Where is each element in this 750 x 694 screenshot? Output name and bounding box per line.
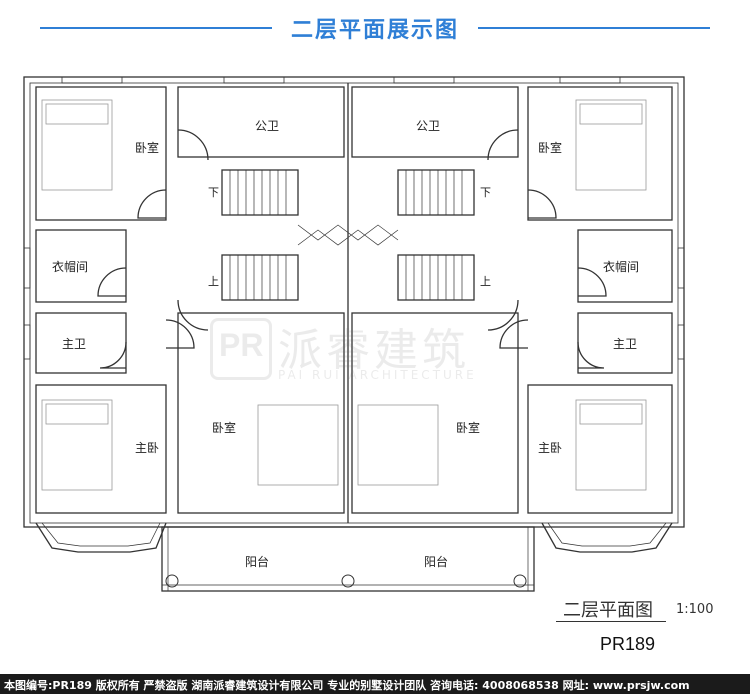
label-stair-down: 下 <box>208 186 219 199</box>
label-master-bedroom: 主卧 <box>135 441 159 455</box>
label-public-bath: 公卫 <box>255 119 279 133</box>
plan-code: PR189 <box>600 634 656 654</box>
label-bedroom: 卧室 <box>135 140 159 155</box>
label-master-bedroom: 主卧 <box>538 441 562 455</box>
label-stair-up: 上 <box>480 275 491 288</box>
header: 二层平面展示图 <box>0 0 750 52</box>
header-rule-left <box>40 27 272 29</box>
watermark: PR 派睿建筑 PAI RUI ARCHITECTURE <box>210 318 520 388</box>
label-stair-up: 上 <box>208 275 219 288</box>
plan-caption: 二层平面图 <box>563 600 653 621</box>
balcony <box>161 526 535 592</box>
watermark-cn: 派睿建筑 <box>278 325 470 376</box>
bed-icon <box>41 99 113 191</box>
footer-text: 本图编号:PR189 版权所有 严禁盗版 湖南派睿建筑设计有限公司 专业的别墅设… <box>4 679 690 692</box>
label-bedroom: 卧室 <box>212 420 236 435</box>
label-balcony: 阳台 <box>245 554 269 569</box>
label-master-bath: 主卫 <box>613 337 637 351</box>
label-public-bath: 公卫 <box>416 119 440 133</box>
label-wardrobe: 衣帽间 <box>603 259 639 274</box>
label-wardrobe: 衣帽间 <box>52 259 88 274</box>
room-bedroom-left <box>35 86 167 221</box>
label-bedroom: 卧室 <box>456 420 480 435</box>
watermark-logo-icon: PR <box>210 318 272 380</box>
watermark-en: PAI RUI ARCHITECTURE <box>278 368 477 382</box>
page-title: 二层平面展示图 <box>290 18 459 43</box>
label-balcony: 阳台 <box>424 554 448 569</box>
footer-bar: 本图编号:PR189 版权所有 严禁盗版 湖南派睿建筑设计有限公司 专业的别墅设… <box>0 674 750 694</box>
label-bedroom: 卧室 <box>538 140 562 155</box>
header-rule-right <box>478 27 710 29</box>
label-master-bath: 主卫 <box>62 337 86 351</box>
plan-scale: 1:100 <box>676 602 714 617</box>
label-stair-down: 下 <box>480 186 491 199</box>
caption-underline <box>556 621 666 622</box>
